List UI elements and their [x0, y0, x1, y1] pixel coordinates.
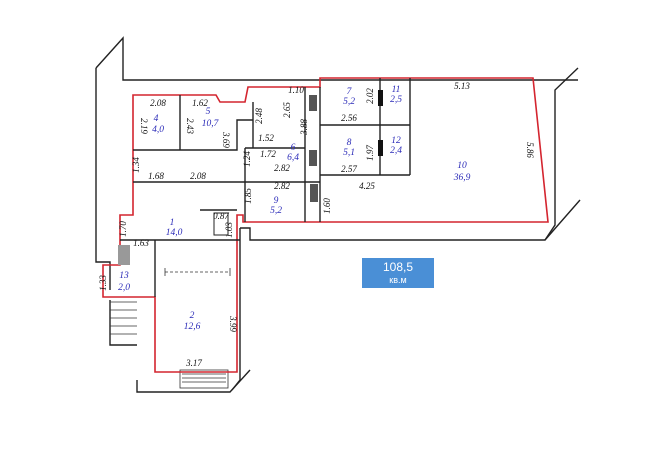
- dimension-labels: 5.13 5.86 2.08 1.62 2.19 2.43 3.69 2.48 …: [98, 81, 535, 368]
- dimension: 2.19: [139, 118, 149, 134]
- dimension: 2.48: [254, 108, 264, 124]
- dimension: 1.62: [192, 98, 208, 108]
- total-area-badge: 108,5 кв.м: [362, 258, 434, 288]
- total-area-value: 108,5: [382, 260, 414, 274]
- dimension: 3.99: [228, 315, 238, 332]
- dimension: 2.82: [274, 163, 290, 173]
- room-number: 8: [347, 138, 352, 148]
- room-number: 7: [347, 87, 353, 97]
- room-number: 6: [291, 143, 296, 153]
- dimension: 2.08: [190, 171, 206, 181]
- room-area: 2,5: [390, 95, 402, 105]
- dimension: 1.63: [133, 238, 149, 248]
- dimension: 1.72: [260, 149, 276, 159]
- room-area: 2,0: [118, 283, 130, 293]
- dimension: 1.97: [365, 145, 375, 161]
- dimension: 2.56: [341, 113, 357, 123]
- door-marks: [118, 90, 383, 265]
- dimension: 2.43: [185, 118, 195, 134]
- dimension: 2.82: [274, 181, 290, 191]
- room-number: 5: [206, 107, 211, 117]
- room-number: 10: [457, 161, 467, 171]
- room-area: 2,4: [390, 146, 402, 156]
- dimension: 1.70: [118, 221, 128, 237]
- dimension: 3.17: [185, 358, 202, 368]
- room-area: 10,7: [202, 119, 220, 129]
- dimension: 5.86: [525, 142, 535, 158]
- dimension: 1.34: [131, 157, 141, 173]
- outer-walls: [95, 36, 581, 393]
- apartment-boundary: [102, 77, 549, 373]
- room-area: 12,6: [184, 322, 201, 332]
- dimension: 3.88: [299, 119, 309, 136]
- room-number: 1: [170, 218, 175, 228]
- dimension: 2.65: [282, 102, 292, 118]
- room-number: 4: [154, 114, 159, 124]
- dimension: 1.03: [224, 222, 234, 238]
- room-area: 5,2: [343, 97, 355, 107]
- dimension: 1.60: [322, 198, 332, 214]
- dimension: 2.08: [150, 98, 166, 108]
- dimension: 1.33: [98, 275, 108, 291]
- room-number: 2: [190, 311, 195, 321]
- dimension: 1.68: [148, 171, 164, 181]
- room-area: 14,0: [166, 228, 183, 238]
- dimension: 1.52: [258, 133, 274, 143]
- room-area: 5,2: [270, 206, 282, 216]
- dimension: 3.69: [221, 131, 231, 148]
- room-number: 12: [391, 136, 401, 146]
- room-number: 11: [392, 85, 401, 95]
- dimension: 2.57: [341, 164, 357, 174]
- dimension: 1.10: [288, 85, 304, 95]
- room-labels: 4 4,0 5 10,7 6 6,4 7 5,2 8 5,1 9 5,2 10 …: [118, 85, 471, 332]
- room-area: 5,1: [343, 148, 355, 158]
- dimension: 1.85: [243, 188, 253, 204]
- room-number: 9: [274, 196, 279, 206]
- dimension: 5.13: [454, 81, 470, 91]
- room-area: 4,0: [152, 125, 164, 135]
- dimension: 4.25: [359, 181, 375, 191]
- room-number: 13: [119, 271, 129, 281]
- total-area-unit: кв.м: [389, 275, 407, 285]
- room-area: 6,4: [287, 153, 299, 163]
- dimension: 0.87: [213, 211, 229, 221]
- dimension: 2.02: [365, 88, 375, 104]
- dimension: 1.24: [242, 151, 252, 167]
- room-area: 36,9: [453, 173, 471, 183]
- interior-walls: [120, 78, 411, 297]
